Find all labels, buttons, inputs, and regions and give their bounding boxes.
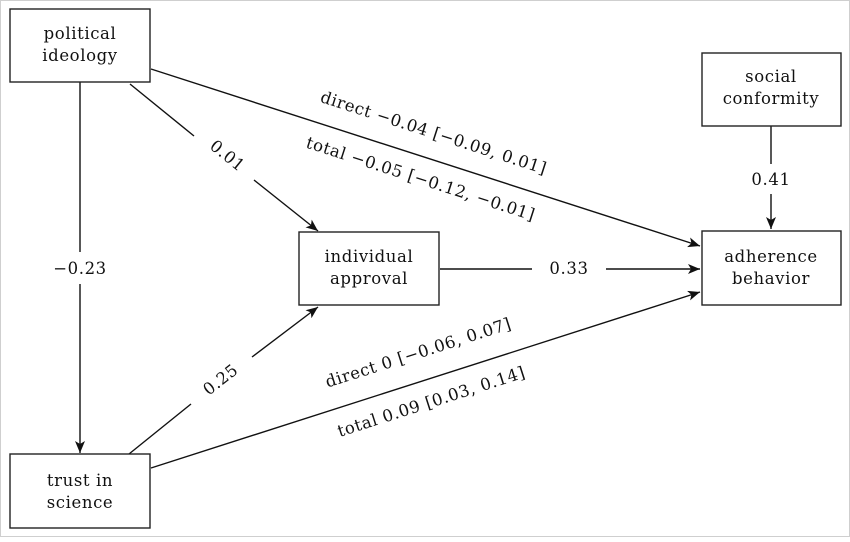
node-social-conformity-line2: conformity bbox=[723, 89, 820, 108]
node-individual-approval-line1: individual bbox=[325, 247, 414, 266]
edge-trust-approval-arrow bbox=[251, 306, 319, 358]
node-trust-in-science-line1: trust in bbox=[47, 471, 113, 490]
node-adherence-behavior-line2: behavior bbox=[732, 269, 810, 288]
edge-trust-adherence bbox=[150, 290, 701, 469]
node-adherence-behavior-line1: adherence bbox=[724, 247, 817, 266]
node-adherence-behavior: adherence behavior bbox=[701, 230, 842, 306]
node-social-conformity: social conformity bbox=[701, 52, 842, 127]
node-political-ideology-line1: political bbox=[44, 24, 117, 43]
label-ideology-trust: −0.23 bbox=[53, 259, 107, 278]
label-ideology-approval: 0.01 bbox=[206, 136, 248, 175]
node-individual-approval: individual approval bbox=[298, 231, 440, 306]
label-approval-adherence: 0.33 bbox=[549, 259, 588, 278]
edge-ideology-approval-upper bbox=[129, 83, 195, 137]
label-trust-approval: 0.25 bbox=[199, 360, 242, 399]
edge-ideology-adherence bbox=[150, 68, 701, 248]
node-individual-approval-line2: approval bbox=[330, 269, 408, 288]
edge-trust-approval-lower bbox=[128, 403, 192, 455]
node-trust-in-science: trust in science bbox=[9, 453, 151, 529]
node-trust-in-science-line2: science bbox=[47, 493, 114, 512]
label-conformity-adherence: 0.41 bbox=[751, 170, 790, 189]
node-social-conformity-line1: social bbox=[745, 67, 797, 86]
edge-ideology-approval-arrow bbox=[253, 179, 319, 232]
node-political-ideology-line2: ideology bbox=[42, 46, 118, 65]
node-political-ideology: political ideology bbox=[9, 8, 151, 83]
